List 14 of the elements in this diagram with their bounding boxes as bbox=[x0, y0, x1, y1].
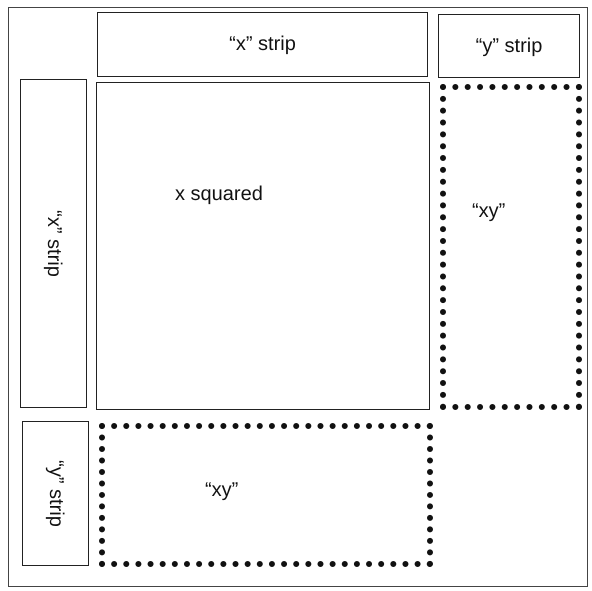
box-label: “xy” bbox=[472, 200, 506, 223]
box-label: “x” strip bbox=[42, 210, 65, 277]
dotted-box bbox=[440, 84, 582, 410]
box-label: x squared bbox=[175, 183, 263, 206]
box-label: “xy” bbox=[205, 479, 238, 502]
area-box bbox=[96, 82, 430, 410]
area-box bbox=[438, 14, 580, 78]
area-box bbox=[22, 421, 89, 566]
dotted-box bbox=[99, 423, 433, 567]
area-box bbox=[20, 79, 87, 408]
box-label: “y” strip bbox=[476, 34, 542, 58]
area-box bbox=[97, 12, 428, 77]
box-label: “x” strip bbox=[229, 33, 296, 56]
box-label: “y” strip bbox=[44, 460, 67, 527]
